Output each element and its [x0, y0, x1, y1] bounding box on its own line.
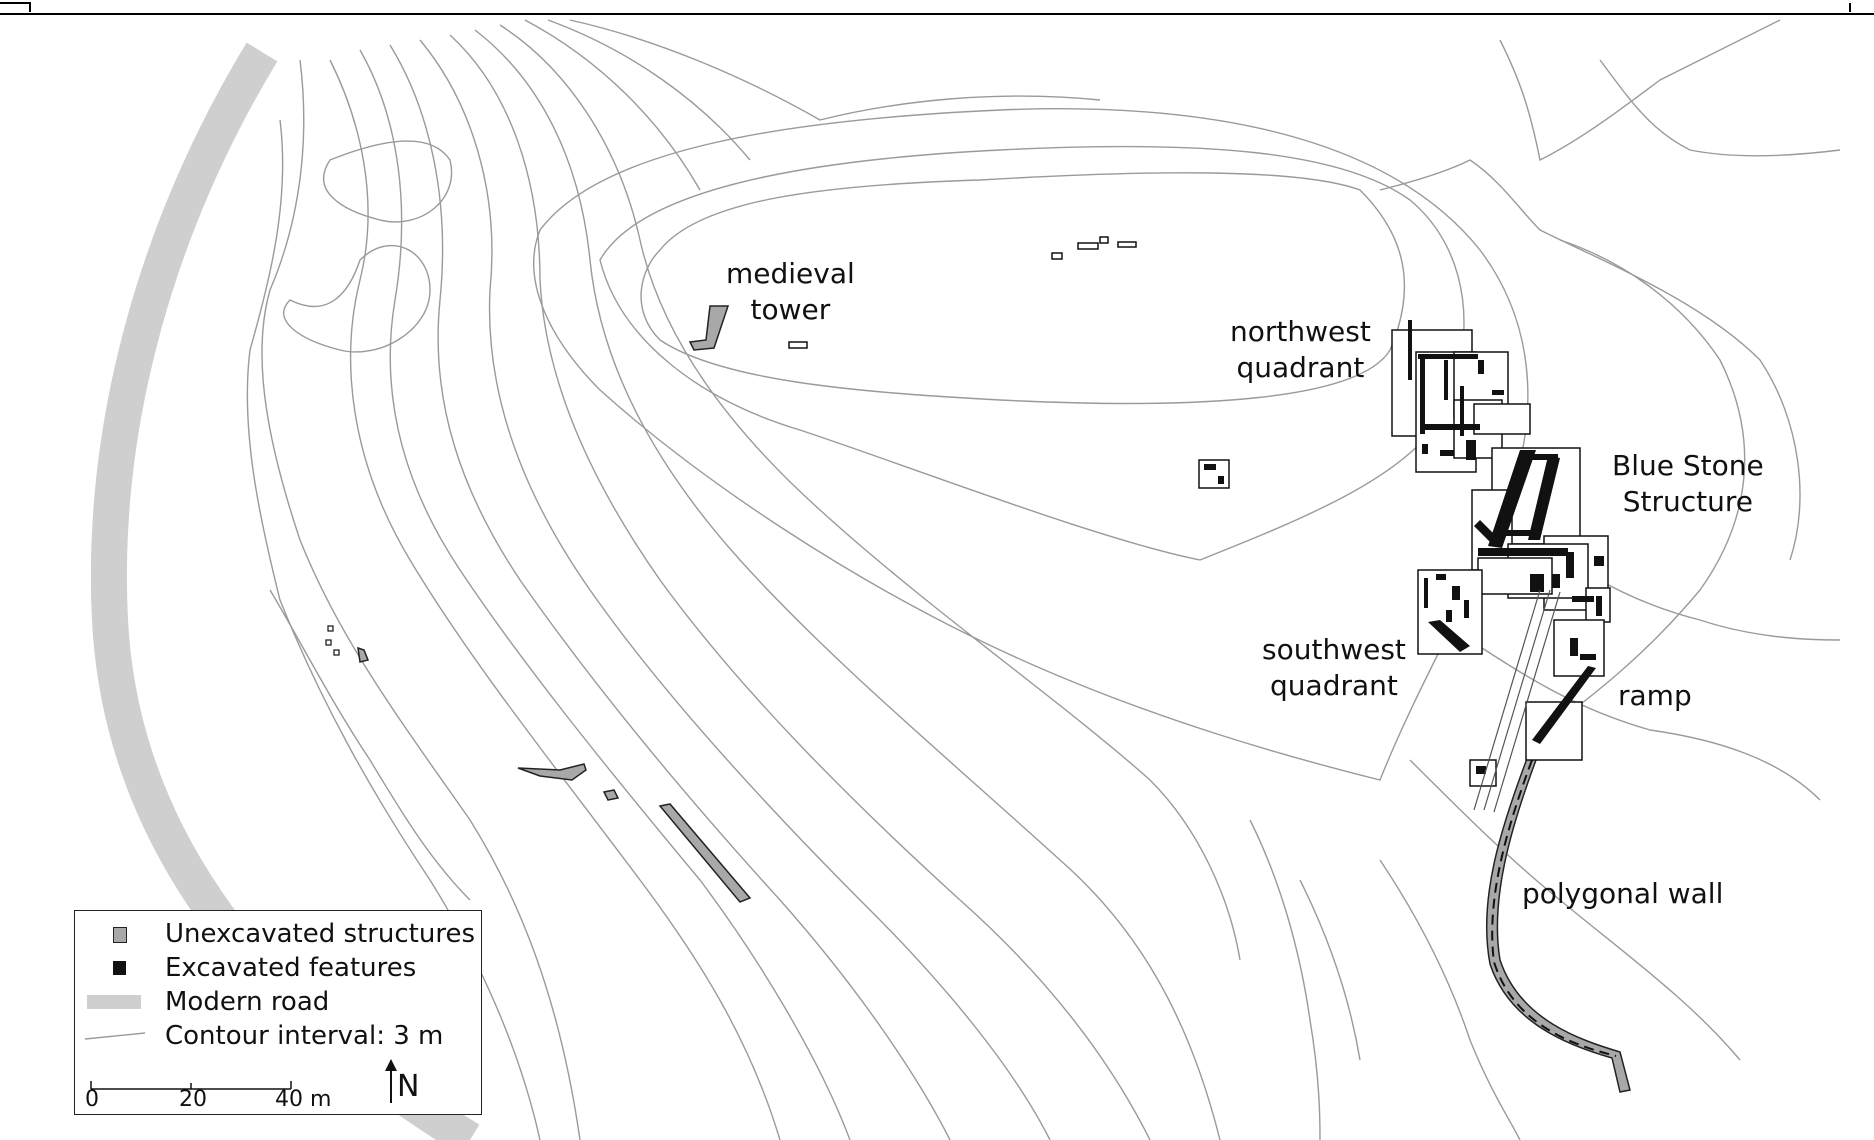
label-northwest-quadrant-line2: quadrant	[1236, 351, 1365, 384]
label-polygonal-wall: polygonal wall	[1522, 876, 1723, 912]
southwest-quadrant-walls	[1424, 574, 1470, 652]
unexcavated-structures	[357, 305, 1631, 1093]
label-ramp-line1: ramp	[1618, 679, 1692, 712]
west-slope-wall-1	[517, 763, 587, 781]
legend-symbol-contour	[75, 1019, 165, 1053]
label-blue-stone-line2: Structure	[1622, 485, 1753, 518]
excavated-features	[325, 236, 1611, 813]
ramp-paths	[1473, 589, 1561, 813]
label-polygonal-wall-line1: polygonal wall	[1522, 877, 1724, 910]
ramp-trenches	[1469, 619, 1605, 787]
medieval-tower-structure	[688, 305, 730, 351]
label-southwest-quadrant: southwest quadrant	[1262, 632, 1406, 704]
legend-label-road: Modern road	[165, 987, 330, 1017]
scale-tick-0: 0	[85, 1087, 99, 1112]
scale-tick-20: 20	[179, 1087, 207, 1112]
scale-tick-40: 40 m	[275, 1087, 332, 1112]
ramp-walls	[1476, 638, 1596, 774]
polygonal-wall-line	[1485, 754, 1631, 1093]
legend-label-excavated: Excavated features	[165, 953, 417, 983]
southwest-quadrant-trenches	[1417, 569, 1483, 655]
legend-symbol-road	[75, 985, 165, 1019]
corner-mark-left	[0, 2, 31, 12]
label-southwest-quadrant-line2: quadrant	[1270, 669, 1398, 702]
west-slope-wall-2	[602, 789, 620, 801]
legend-row-contour: Contour interval: 3 m	[75, 1019, 443, 1053]
legend-label-unexcavated: Unexcavated structures	[165, 919, 476, 949]
legend-label-contour: Contour interval: 3 m	[165, 1021, 444, 1051]
contour-lines	[246, 19, 1841, 1140]
scale-bar	[90, 1081, 292, 1090]
legend-symbol-excavated	[75, 951, 165, 985]
west-slope-wall-3	[658, 803, 752, 903]
legend-row-unexcavated: Unexcavated structures	[75, 917, 475, 951]
north-arrow-icon	[385, 1059, 397, 1103]
label-blue-stone-structure: Blue Stone Structure	[1612, 448, 1764, 520]
north-label: N	[397, 1069, 420, 1104]
label-medieval-tower-line2: tower	[750, 293, 831, 326]
label-medieval-tower-line1: medieval	[726, 257, 855, 290]
label-southwest-quadrant-line1: southwest	[1262, 633, 1406, 666]
polygonal-wall-dashes	[1491, 759, 1617, 1057]
legend-symbol-unexcavated	[75, 917, 165, 951]
label-northwest-quadrant-line1: northwest	[1230, 315, 1371, 348]
northwest-quadrant-walls	[1408, 320, 1504, 460]
west-small-structure	[357, 646, 370, 663]
label-blue-stone-line1: Blue Stone	[1612, 449, 1764, 482]
legend-row-excavated: Excavated features	[75, 951, 416, 985]
label-northwest-quadrant: northwest quadrant	[1230, 314, 1371, 386]
legend-row-road: Modern road	[75, 985, 329, 1019]
label-medieval-tower: medieval tower	[726, 256, 855, 328]
label-ramp: ramp	[1618, 678, 1692, 714]
map-legend: Unexcavated structures Excavated feature…	[74, 910, 482, 1115]
blue-stone-structure-walls	[1474, 450, 1604, 616]
